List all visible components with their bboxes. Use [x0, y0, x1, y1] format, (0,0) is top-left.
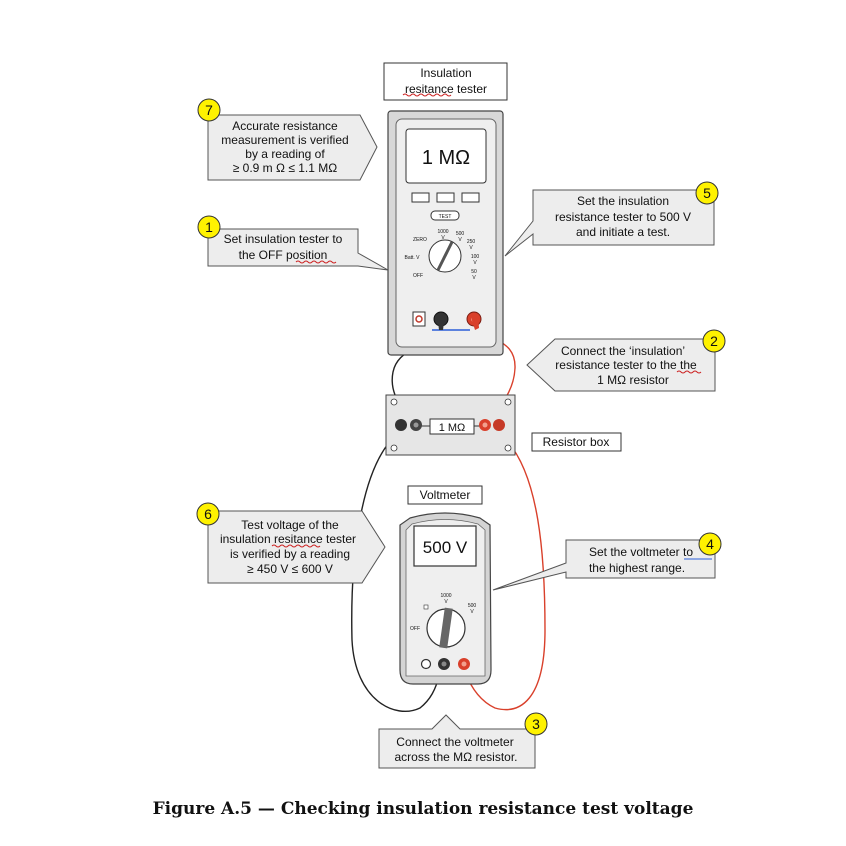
tester-key-2[interactable]	[436, 192, 455, 203]
resistor-terminal-red-2[interactable]	[493, 419, 505, 431]
tester-dial-100: 100	[471, 254, 480, 260]
voltmeter: 500 V 1000 V 500 V OFF	[399, 512, 492, 685]
spellcheck-underline	[271, 544, 321, 548]
callout-4-line-1: Set the voltmeter to	[589, 545, 693, 559]
callout-2-line-3: 1 MΩ resistor	[597, 373, 669, 387]
callout-5-number: 5	[703, 185, 711, 201]
tester-key-1[interactable]	[411, 192, 430, 203]
voltmeter-display	[413, 525, 477, 567]
callout-1-badge	[197, 215, 221, 239]
voltmeter-dial-500-unit: V	[470, 609, 474, 615]
callout-2: Connect the ‘insulation’ resistance test…	[526, 329, 726, 392]
callout-1: Set insulation tester to the OFF positio…	[197, 215, 389, 271]
tester-dial-250-unit: V	[469, 245, 473, 251]
tester-dial-100-unit: V	[473, 260, 477, 266]
callout-3: Connect the voltmeter across the MΩ resi…	[378, 712, 548, 769]
callout-1-number: 1	[205, 219, 213, 235]
callout-7-line-2: measurement is verified	[221, 133, 348, 147]
voltmeter-dial-pointer	[439, 607, 453, 649]
voltmeter-label: Voltmeter	[407, 485, 483, 505]
tester-title-line-2: resitance tester	[405, 82, 487, 96]
tester-black-plug	[437, 314, 445, 330]
callout-6: Test voltage of the insulation resitance…	[196, 502, 386, 584]
voltmeter-dial-off: OFF	[410, 626, 420, 632]
callout-6-line-4: ≥ 450 V ≤ 600 V	[247, 562, 333, 576]
resistor-box: 1 MΩ	[385, 394, 516, 456]
voltmeter-display-value: 500 V	[423, 538, 468, 557]
callout-4-number: 4	[706, 536, 714, 552]
voltmeter-red-lead	[464, 435, 546, 711]
callout-7-line-1: Accurate resistance	[232, 119, 338, 133]
callout-4-badge	[698, 532, 722, 556]
tester-title-box: Insulation resitance tester	[383, 62, 508, 101]
figure-caption: Figure A.5 — Checking insulation resista…	[152, 799, 694, 819]
callout-3-badge	[524, 712, 548, 736]
callout-6-number: 6	[204, 506, 212, 522]
callout-7-line-3: by a reading of	[245, 147, 325, 161]
callout-6-line-3: is verified by a reading	[230, 547, 350, 561]
callout-2-line-1: Connect the ‘insulation’	[561, 344, 685, 358]
callout-5-line-2: resistance tester to 500 V	[555, 210, 691, 224]
tester-dial-500: 500	[456, 231, 465, 237]
tester-test-label: TEST	[439, 214, 452, 220]
tester-dial-500-unit: V	[458, 237, 462, 243]
tester-dial-250: 250	[467, 239, 476, 245]
callout-3-line-1: Connect the voltmeter	[396, 735, 513, 749]
resistor-box-label: Resistor box	[531, 432, 622, 452]
callout-3-number: 3	[532, 716, 540, 732]
callout-7-number: 7	[205, 102, 213, 118]
tester-dial-off: OFF	[413, 273, 423, 279]
callout-2-number: 2	[710, 333, 718, 349]
tester-title-line-1: Insulation	[420, 66, 471, 80]
svg-text:Voltmeter: Voltmeter	[420, 488, 471, 502]
callout-7: Accurate resistance measurement is verif…	[197, 98, 378, 181]
callout-5-badge	[695, 181, 719, 205]
tester-display-value: 1 MΩ	[422, 147, 470, 169]
resistor-value: 1 MΩ	[439, 422, 466, 434]
callout-2-badge	[702, 329, 726, 353]
callout-6-line-1: Test voltage of the	[241, 518, 339, 532]
callout-6-line-2: insulation resitance tester	[220, 532, 356, 546]
tester-dial-50: 50	[471, 269, 477, 275]
callout-1-line-2: the OFF position	[239, 248, 328, 262]
voltmeter-dial-1000-unit: V	[444, 599, 448, 605]
voltmeter-dial-500: 500	[468, 603, 477, 609]
tester-display	[405, 128, 487, 184]
callout-4-line-2: the highest range.	[589, 561, 685, 575]
spellcheck-underline	[676, 370, 702, 374]
tester-dial-50-unit: V	[472, 275, 476, 281]
tester-dial-zero: ZERO	[413, 237, 427, 243]
svg-text:Resistor box: Resistor box	[543, 435, 610, 449]
callout-2-line-2: resistance tester to the the	[555, 358, 697, 372]
insulation-tester: 1 MΩ TEST ZERO Batt. V OFF 1000 V 500 V …	[387, 110, 504, 356]
tester-dial-pointer	[436, 241, 454, 271]
tester-red-plug	[470, 314, 479, 330]
tester-dial-1000-unit: V	[441, 235, 445, 241]
spellcheck-underline	[295, 260, 337, 264]
callout-1-line-1: Set insulation tester to	[224, 232, 343, 246]
tester-dial-1000: 1000	[437, 229, 448, 235]
callout-5-line-3: and initiate a test.	[576, 225, 670, 239]
resistor	[429, 418, 475, 435]
callout-3-line-2: across the MΩ resistor.	[394, 750, 517, 764]
resistor-terminal-black-1[interactable]	[395, 419, 407, 431]
tester-key-3[interactable]	[461, 192, 480, 203]
callout-7-line-4: ≥ 0.9 m Ω ≤ 1.1 MΩ	[233, 161, 338, 175]
callout-5-line-1: Set the insulation	[577, 194, 669, 208]
callout-5: Set the insulation resistance tester to …	[504, 181, 719, 257]
voltmeter-black-lead	[351, 435, 441, 712]
spellcheck-underline	[402, 93, 452, 97]
callout-4: Set the voltmeter to the highest range. …	[492, 532, 722, 591]
callout-6-badge	[196, 502, 220, 526]
tester-dial-batt: Batt. V	[404, 255, 420, 261]
voltmeter-dial-1000: 1000	[440, 593, 451, 599]
voltmeter-socket-com[interactable]	[420, 658, 432, 670]
tester-test-button[interactable]	[430, 210, 460, 221]
callout-7-badge	[197, 98, 221, 122]
